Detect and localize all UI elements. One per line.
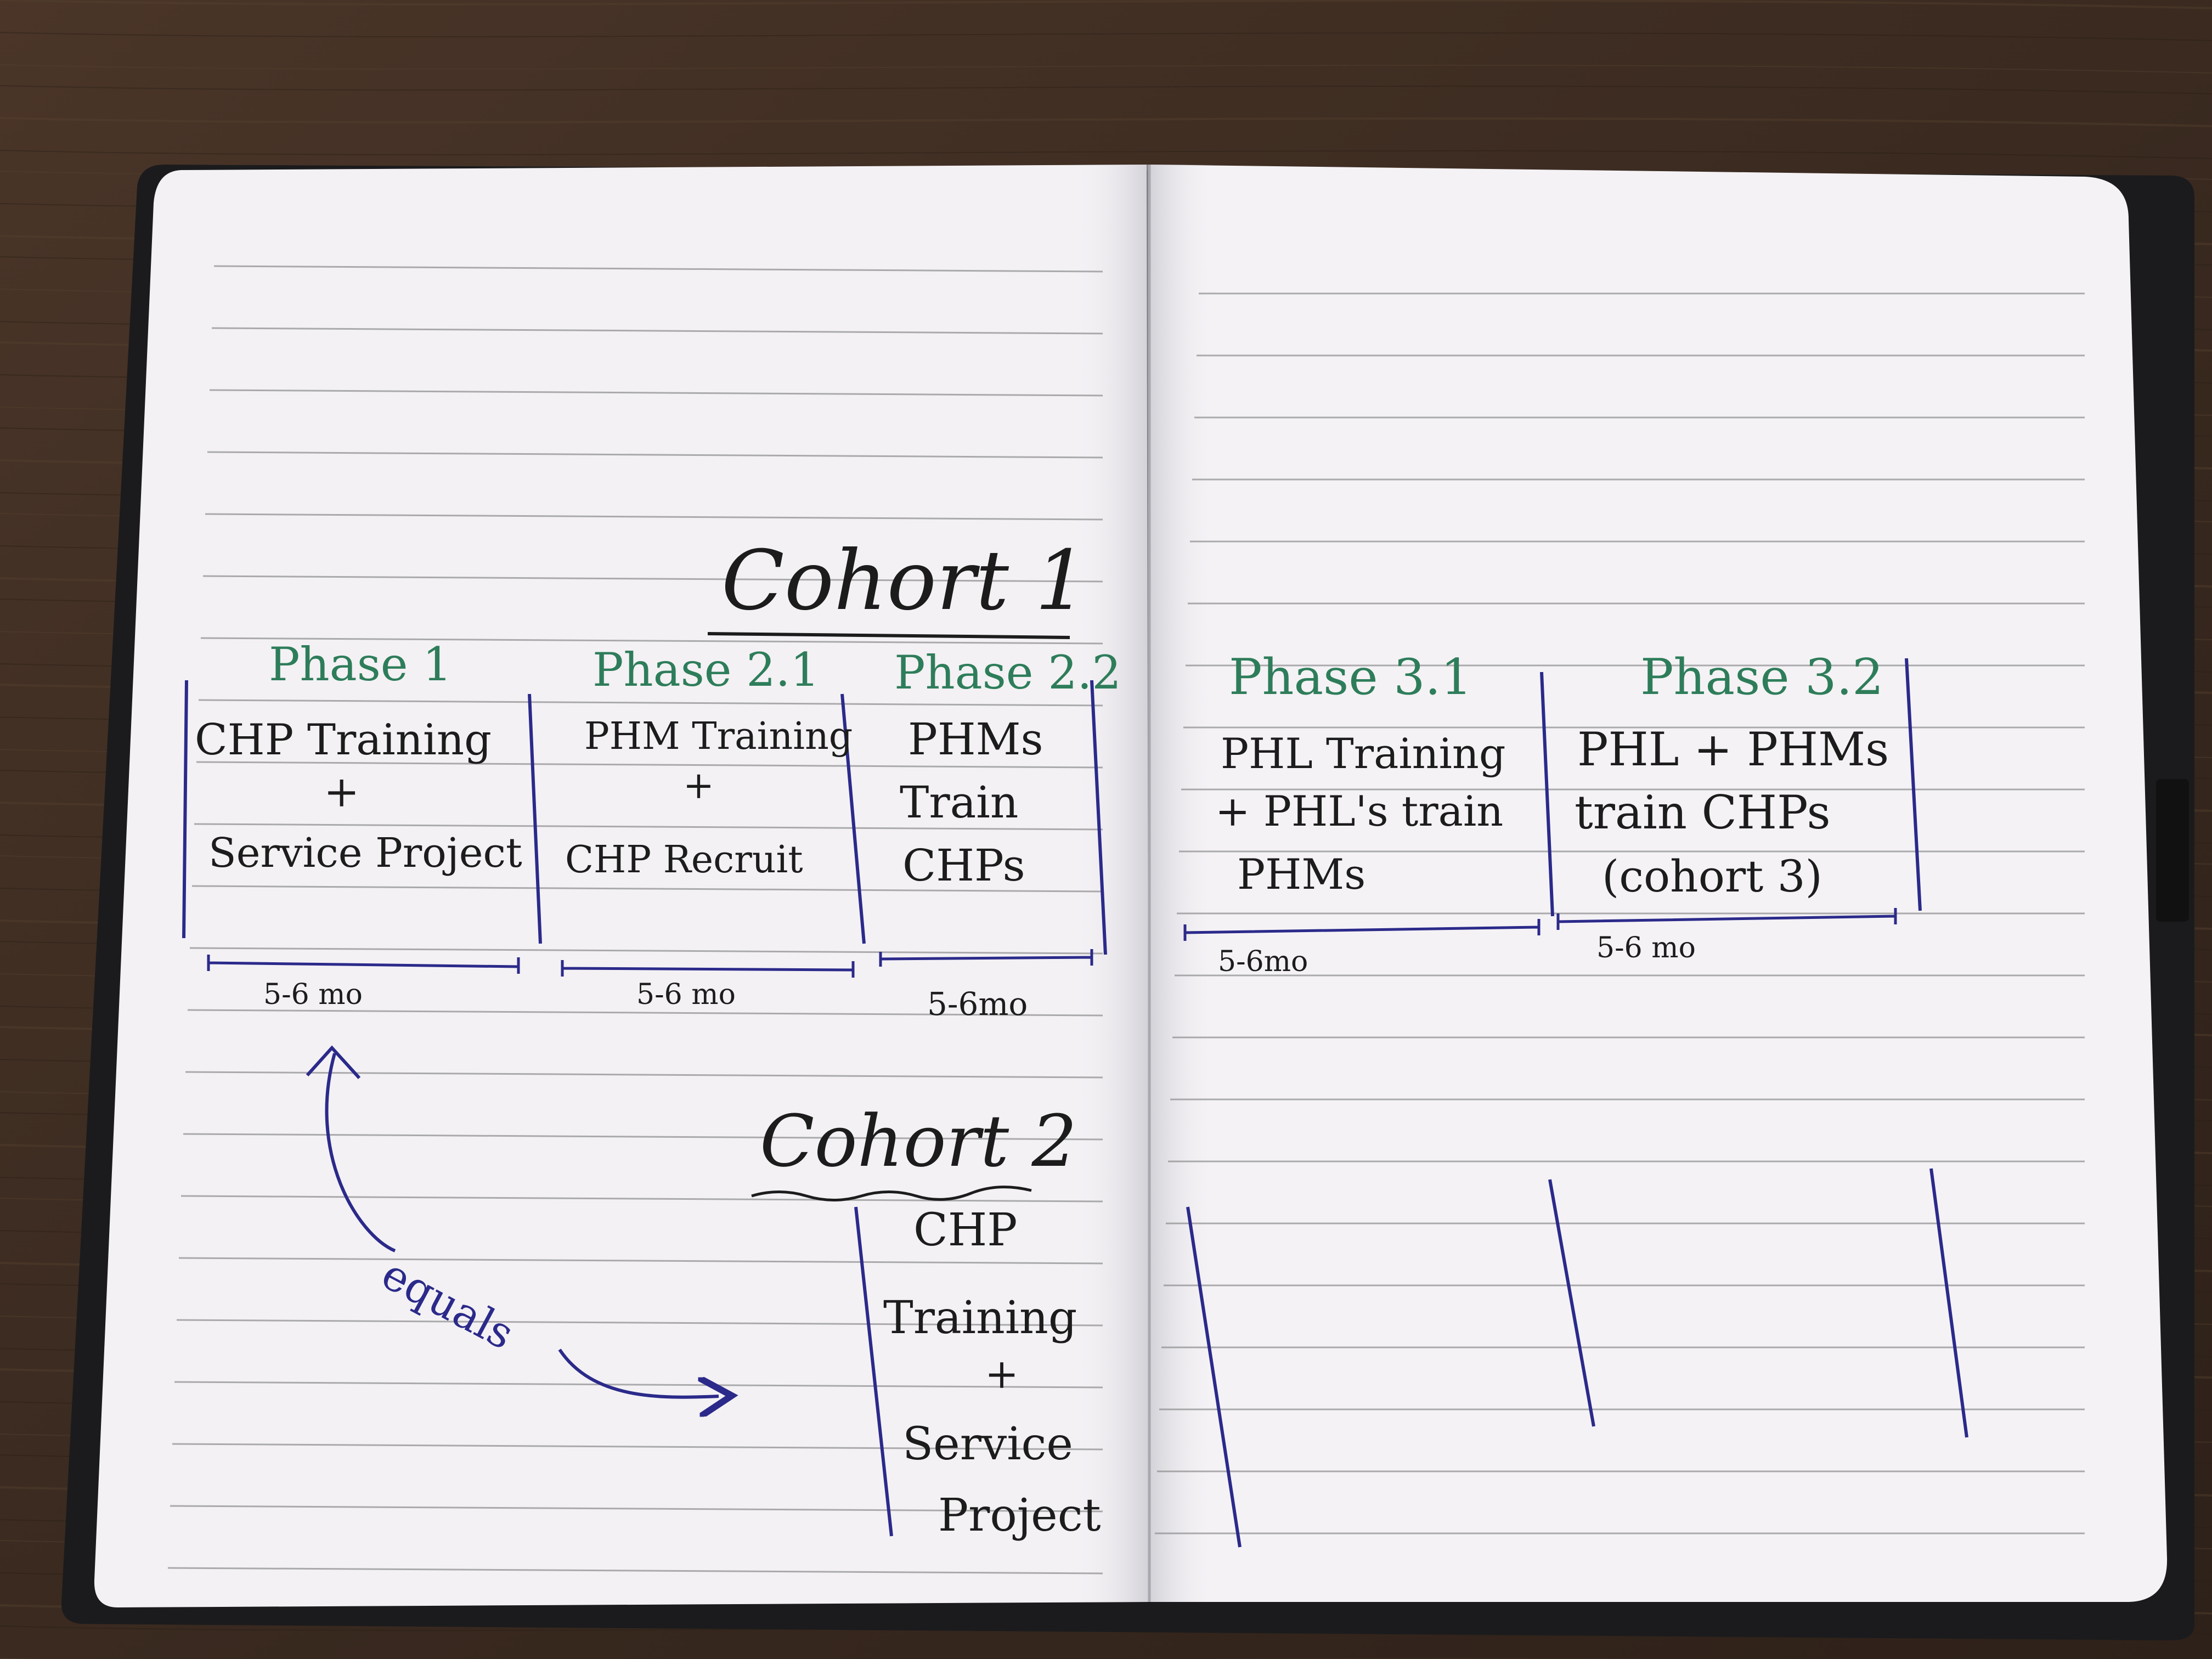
rule-line [202, 575, 1103, 583]
phase-3-1-duration: 5-6mo [1218, 945, 1308, 978]
wood-grain-line [0, 85, 2212, 94]
table-divider [840, 693, 866, 944]
table-divider [182, 680, 188, 939]
table-divider [1090, 680, 1107, 955]
cohort1-underline [707, 632, 1070, 639]
duration-bracket [207, 955, 520, 974]
cohort2-line-2: Training [883, 1292, 1077, 1344]
phase-3-1-label: Phase 3.1 [1229, 648, 1472, 706]
rule-line [170, 1505, 1103, 1513]
cohort2-line-4: Service [902, 1418, 1073, 1470]
cohort2-line-3: + [985, 1351, 1019, 1398]
phase-3-1-line-3: PHMs [1237, 850, 1365, 899]
wood-grain-line [0, 0, 2212, 9]
phase-3-1-line-2: + PHL's train [1215, 787, 1503, 836]
spine-shadow-left [1075, 165, 1149, 1602]
duration-bracket [1183, 919, 1541, 941]
wood-grain-line [0, 117, 2212, 127]
cohort2-line-5: Project [938, 1489, 1101, 1542]
duration-bracket [879, 949, 1093, 967]
cohort2-title: Cohort 2 [760, 1099, 1077, 1183]
wood-grain-line [0, 150, 2212, 159]
phase-3-2-label: Phase 3.2 [1640, 648, 1883, 706]
rule-line [187, 1009, 1103, 1017]
rule-line [167, 1567, 1103, 1575]
rule-line [213, 265, 1103, 273]
rule-line [183, 1133, 1103, 1141]
rule-line [172, 1443, 1103, 1451]
right-page-rule-lines [1155, 292, 2085, 1534]
phase-2-2-line-3: CHPs [902, 840, 1025, 891]
rule-line [196, 761, 1103, 769]
rule-line [189, 947, 1103, 955]
phase-3-2-line-1: PHL + PHMs [1577, 723, 1889, 776]
rule-line [174, 1381, 1103, 1389]
phase-1-line-3: Service Project [208, 830, 522, 877]
rule-line [185, 1071, 1103, 1079]
phase-3-1-line-1: PHL Training [1221, 729, 1506, 778]
duration-bracket [1556, 908, 1897, 930]
phase-2-1-line-3: CHP Recruit [565, 838, 803, 882]
rule-line [200, 637, 1103, 645]
phase-2-2-label: Phase 2.2 [894, 646, 1121, 699]
phase-3-2-duration: 5-6 mo [1596, 932, 1696, 964]
cohort2-timeline-divider [1929, 1168, 1968, 1438]
phase-2-1-label: Phase 2.1 [592, 643, 820, 697]
arrow-head-up [306, 1045, 361, 1080]
table-divider [1540, 672, 1554, 917]
rule-line [176, 1319, 1103, 1327]
phase-2-1-line-2: + [683, 764, 714, 808]
rule-line [211, 327, 1103, 335]
wood-grain-line [0, 64, 2212, 74]
cohort1-title: Cohort 1 [721, 533, 1087, 629]
phase-1-line-2: + [324, 768, 359, 817]
cohort2-line-1: CHP [913, 1204, 1017, 1256]
cohort2-underline [751, 1186, 1032, 1201]
wood-grain-line [0, 32, 2212, 41]
rule-line [178, 1257, 1103, 1265]
phase-1-line-1: CHP Training [195, 715, 492, 765]
rule-line [207, 451, 1103, 459]
duration-bracket [561, 960, 855, 978]
phase-2-1-duration: 5-6 mo [636, 978, 736, 1011]
phase-2-2-line-2: Train [900, 777, 1018, 828]
rule-line [205, 513, 1103, 521]
left-page-rule-lines [167, 265, 1103, 1575]
spine-shadow-right [1149, 165, 1215, 1602]
equals-arrow [325, 1053, 719, 1397]
phase-2-2-line-1: PHMs [908, 714, 1043, 765]
table-divider [1905, 658, 1922, 911]
left-page [94, 165, 1149, 1607]
cohort2-timeline-divider [1548, 1179, 1595, 1427]
rule-line [191, 885, 1103, 893]
phase-2-2-duration: 5-6mo [927, 985, 1028, 1023]
phase-3-2-line-2: train CHPs [1575, 786, 1831, 839]
right-page [1149, 165, 2168, 1602]
rule-line [194, 823, 1103, 831]
phase-1-label: Phase 1 [269, 637, 452, 691]
phase-2-1-line-1: PHM Training [584, 715, 853, 758]
rule-line [198, 699, 1103, 707]
phase-1-duration: 5-6 mo [263, 978, 363, 1011]
table-divider [528, 693, 542, 944]
elastic-band [2156, 779, 2189, 922]
cohort2-divider [854, 1206, 893, 1537]
rule-line [209, 389, 1103, 397]
phase-3-2-line-3: (cohort 3) [1602, 851, 1822, 902]
cohort2-timeline-divider [1186, 1206, 1242, 1548]
rule-line [180, 1195, 1103, 1203]
